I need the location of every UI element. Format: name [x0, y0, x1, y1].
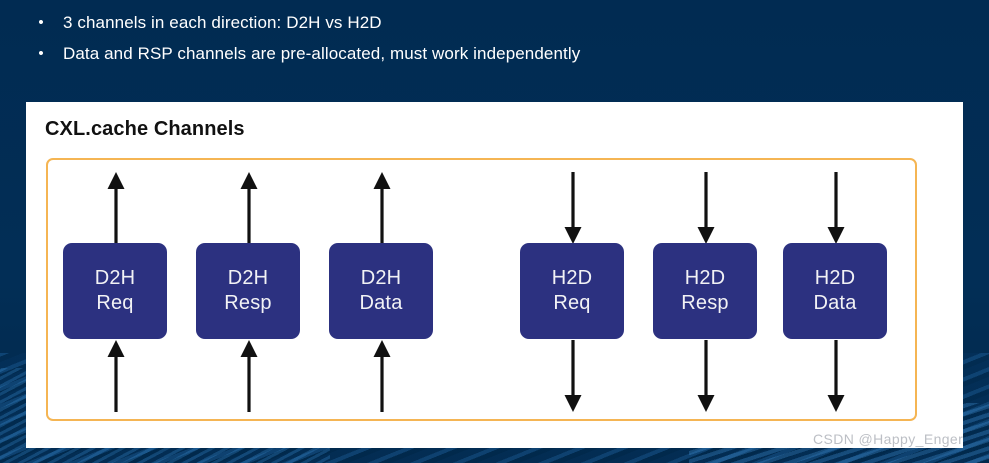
channel-box-h2d-resp[interactable]: H2D Resp: [653, 243, 757, 339]
arrow-up-icon: [373, 172, 391, 244]
channel-column-d2h-req: D2H Req: [63, 172, 167, 412]
channel-label-line1: H2D: [684, 267, 726, 289]
arrow-up-icon: [240, 172, 258, 244]
channel-box-d2h-resp[interactable]: D2H Resp: [196, 243, 300, 339]
arrow-up-icon: [107, 172, 125, 244]
bullet-marker-icon: •: [38, 14, 44, 31]
arrow-down-icon: [564, 340, 582, 412]
arrow-up-icon: [373, 340, 391, 412]
arrow-down-icon: [564, 172, 582, 244]
bullet-text: 3 channels in each direction: D2H vs H2D: [63, 13, 382, 32]
watermark: CSDN @Happy_Enger: [813, 431, 964, 447]
arrow-up-icon: [107, 340, 125, 412]
list-item: • Data and RSP channels are pre-allocate…: [0, 41, 960, 66]
channel-label-line2: Req: [96, 292, 134, 314]
arrow-down-icon: [827, 340, 845, 412]
channels-container-border: [46, 158, 917, 421]
channel-column-d2h-data: D2H Data: [329, 172, 433, 412]
channel-label-line2: Data: [813, 292, 857, 314]
channel-column-h2d-req: H2D Req: [520, 172, 624, 412]
channel-column-d2h-resp: D2H Resp: [196, 172, 300, 412]
arrow-up-icon: [240, 340, 258, 412]
channel-label-line1: D2H: [360, 267, 402, 289]
channel-label-line2: Data: [359, 292, 403, 314]
channel-label-line2: Req: [553, 292, 591, 314]
page-title: CXL.cache Channels: [45, 118, 245, 140]
channel-label-line1: H2D: [551, 267, 593, 289]
channel-box-h2d-req[interactable]: H2D Req: [520, 243, 624, 339]
channel-label-line1: H2D: [814, 267, 856, 289]
channel-column-h2d-data: H2D Data: [783, 172, 887, 412]
channels-group: D2H Req D2H Resp D2H Data H2D Req H2D Resp H2D Data: [26, 102, 963, 448]
bullet-text: Data and RSP channels are pre-allocated,…: [63, 44, 581, 63]
channel-box-d2h-data[interactable]: D2H Data: [329, 243, 433, 339]
channel-column-h2d-resp: H2D Resp: [653, 172, 757, 412]
channel-label-line2: Resp: [681, 292, 729, 314]
bullet-list: • 3 channels in each direction: D2H vs H…: [0, 10, 960, 72]
arrow-down-icon: [827, 172, 845, 244]
channel-label-line2: Resp: [224, 292, 272, 314]
channel-box-h2d-data[interactable]: H2D Data: [783, 243, 887, 339]
list-item: • 3 channels in each direction: D2H vs H…: [0, 10, 960, 35]
arrow-down-icon: [697, 340, 715, 412]
arrow-down-icon: [697, 172, 715, 244]
channel-label-line1: D2H: [94, 267, 136, 289]
bullet-marker-icon: •: [38, 45, 44, 62]
channel-label-line1: D2H: [227, 267, 269, 289]
channel-box-d2h-req[interactable]: D2H Req: [63, 243, 167, 339]
